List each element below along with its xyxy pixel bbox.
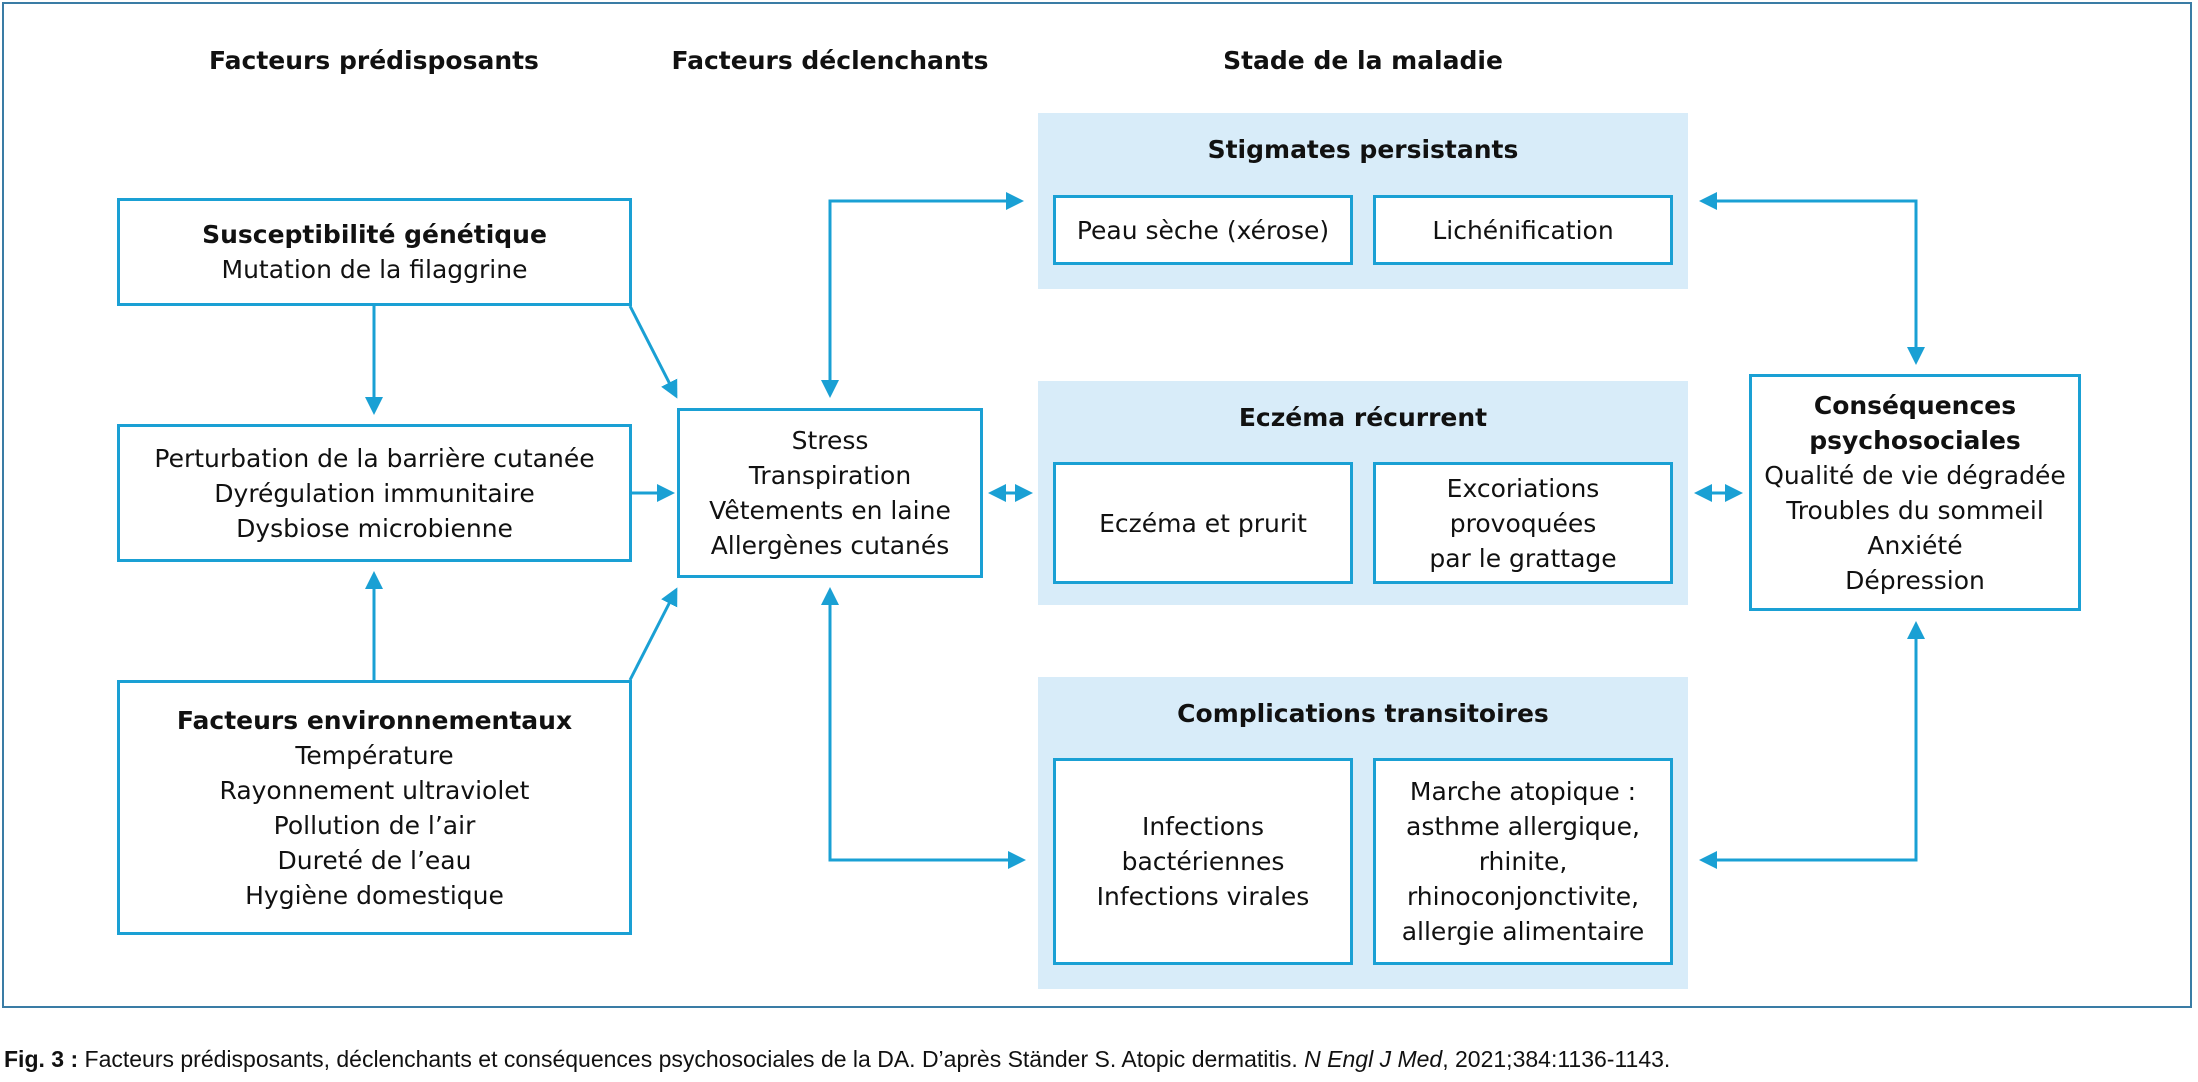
complications-line: asthme allergique,	[1406, 812, 1640, 841]
eczema-box-prurit: Eczéma et prurit	[1053, 462, 1353, 584]
eczema-title: Eczéma récurrent	[1238, 403, 1488, 432]
arrow-environment-to-triggers	[628, 587, 678, 681]
psychosocial-title: Conséquences	[1813, 390, 2017, 420]
eczema-box-excoriations: Excoriations provoquées par le grattage	[1373, 462, 1673, 584]
psychosocial-line: Qualité de vie dégradée	[1764, 460, 2066, 490]
header-stage: Stade de la maladie	[1223, 46, 1503, 75]
stigmates-box-lichenification: Lichénification	[1373, 195, 1673, 265]
trigger-line: Transpiration	[748, 461, 912, 490]
environment-box: Facteurs environnementaux Température Ra…	[117, 680, 632, 935]
eczema-line: Eczéma et prurit	[1099, 508, 1307, 538]
complications-line: Infections virales	[1096, 882, 1310, 911]
complications-line: rhinite,	[1478, 847, 1568, 876]
complications-line: allergie alimentaire	[1401, 917, 1645, 946]
environment-title: Facteurs environnementaux	[176, 705, 573, 735]
caption-ref: , 2021;384:1136-1143.	[1442, 1046, 1671, 1072]
figure-caption: Fig. 3 : Facteurs prédisposants, déclenc…	[4, 1046, 1670, 1073]
complications-title: Complications transitoires	[1177, 699, 1549, 728]
arrow-triggers-complications	[821, 587, 1026, 869]
complications-line: rhinoconjonctivite,	[1406, 882, 1640, 911]
eczema-line: Excoriations	[1446, 473, 1600, 503]
eczema-line: par le grattage	[1429, 543, 1617, 573]
barrier-line: Dysbiose microbienne	[236, 513, 513, 543]
complications-line: bactériennes	[1121, 847, 1285, 876]
complications-line: Marche atopique :	[1409, 777, 1637, 806]
barrier-line: Perturbation de la barrière cutanée	[154, 443, 595, 473]
trigger-line: Allergènes cutanés	[710, 531, 950, 560]
complications-box-atopic-march: Marche atopique : asthme allergique, rhi…	[1373, 758, 1673, 965]
arrow-stigmates-psychosocial	[1699, 192, 1925, 365]
triggers-box: Stress Transpiration Vêtements en laine …	[677, 408, 983, 578]
stigmates-line: Lichénification	[1432, 215, 1614, 245]
genetic-line: Mutation de la filaggrine	[221, 255, 528, 284]
trigger-line: Vêtements en laine	[709, 496, 951, 525]
stigmates-line: Peau sèche (xérose)	[1076, 215, 1330, 245]
psychosocial-line: Anxiété	[1867, 530, 1963, 560]
stigmates-title: Stigmates persistants	[1207, 135, 1519, 164]
stigmates-box-xerose: Peau sèche (xérose)	[1053, 195, 1353, 265]
environment-line: Pollution de l’air	[273, 810, 476, 840]
psychosocial-line: Troubles du sommeil	[1786, 495, 2044, 525]
caption-text: Facteurs prédisposants, déclenchants et …	[78, 1046, 1305, 1072]
barrier-line: Dyrégulation immunitaire	[214, 478, 535, 508]
psychosocial-box: Conséquences psychosociales Qualité de v…	[1749, 374, 2081, 611]
figure-frame	[2, 2, 2192, 1008]
environment-line: Rayonnement ultraviolet	[219, 775, 530, 805]
environment-line: Dureté de l’eau	[277, 845, 472, 875]
caption-journal: N Engl J Med	[1304, 1046, 1443, 1072]
complications-line: Infections	[1141, 812, 1265, 841]
genetic-title: Susceptibilité génétique	[202, 220, 547, 249]
complications-box-infections: Infections bactériennes Infections viral…	[1053, 758, 1353, 965]
arrow-genetic-to-triggers	[628, 305, 678, 399]
eczema-line: provoquées	[1449, 508, 1597, 538]
header-triggering: Facteurs déclenchants	[671, 46, 989, 75]
arrow-triggers-stigmates	[821, 192, 1024, 398]
arrow-complications-psychosocial	[1699, 621, 1925, 869]
barrier-box: Perturbation de la barrière cutanée Dyré…	[117, 424, 632, 562]
header-predisposing: Facteurs prédisposants	[209, 46, 539, 75]
trigger-line: Stress	[791, 426, 869, 455]
psychosocial-title: psychosociales	[1809, 425, 2021, 455]
caption-label: Fig. 3 :	[4, 1046, 79, 1072]
environment-line: Hygiène domestique	[245, 880, 504, 910]
genetic-box: Susceptibilité génétique Mutation de la …	[117, 198, 632, 306]
psychosocial-line: Dépression	[1845, 565, 1985, 595]
environment-line: Température	[295, 740, 454, 770]
